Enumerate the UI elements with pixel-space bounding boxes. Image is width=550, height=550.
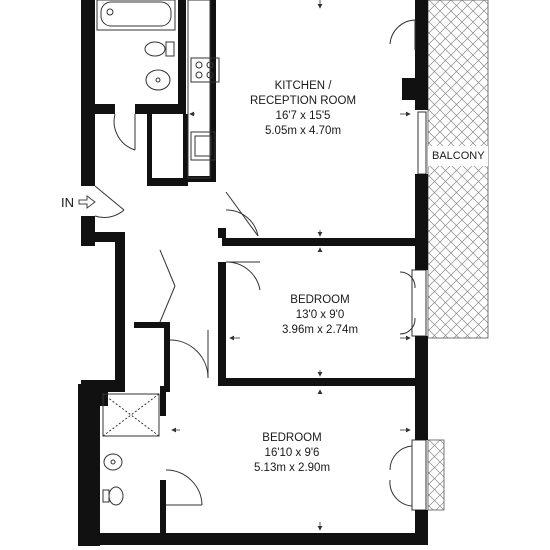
entrance-label: IN (61, 195, 74, 210)
kitchen-reception-label: KITCHEN / RECEPTION ROOM 16'7 x 15'5 5.0… (218, 79, 388, 139)
balcony-door-frame (411, 269, 427, 337)
bedroom2-metric-dims: 5.13m x 2.90m (253, 462, 331, 474)
bedroom2-label: BEDROOM 16'10 x 9'6 5.13m x 2.90m (222, 431, 362, 476)
chimney-breast (402, 78, 415, 100)
bedroom1-name: BEDROOM (290, 294, 350, 306)
doors (94, 19, 416, 507)
bedroom1-metric-dims: 3.96m x 2.74m (281, 324, 359, 336)
balcony-door-frame-2 (411, 439, 427, 511)
small-balcony-hatch (427, 439, 445, 511)
bathroom-fixtures (96, 0, 176, 91)
balcony-label: BALCONY (432, 150, 485, 162)
kitchen-metric-dims: 5.05m x 4.70m (264, 125, 342, 137)
walls (78, 0, 428, 546)
balcony-label-bg (428, 146, 488, 166)
kitchen-name-line2: RECEPTION ROOM (249, 95, 357, 107)
kitchen-imperial-dims: 16'7 x 15'5 (275, 110, 331, 122)
bedroom2-name: BEDROOM (262, 432, 322, 444)
entrance-arrow (78, 195, 96, 209)
balcony-window (417, 111, 427, 175)
kitchen-name-line1: KITCHEN / (274, 80, 332, 92)
dimension-arrows (171, 0, 411, 531)
bedroom1-label: BEDROOM 13'0 x 9'0 3.96m x 2.74m (250, 293, 390, 338)
kitchen-fixtures (187, 0, 220, 179)
bedroom1-imperial-dims: 13'0 x 9'0 (295, 309, 345, 321)
ensuite-fixtures (102, 393, 160, 506)
bedroom2-imperial-dims: 16'10 x 9'6 (264, 447, 320, 459)
balcony-area (427, 0, 489, 339)
